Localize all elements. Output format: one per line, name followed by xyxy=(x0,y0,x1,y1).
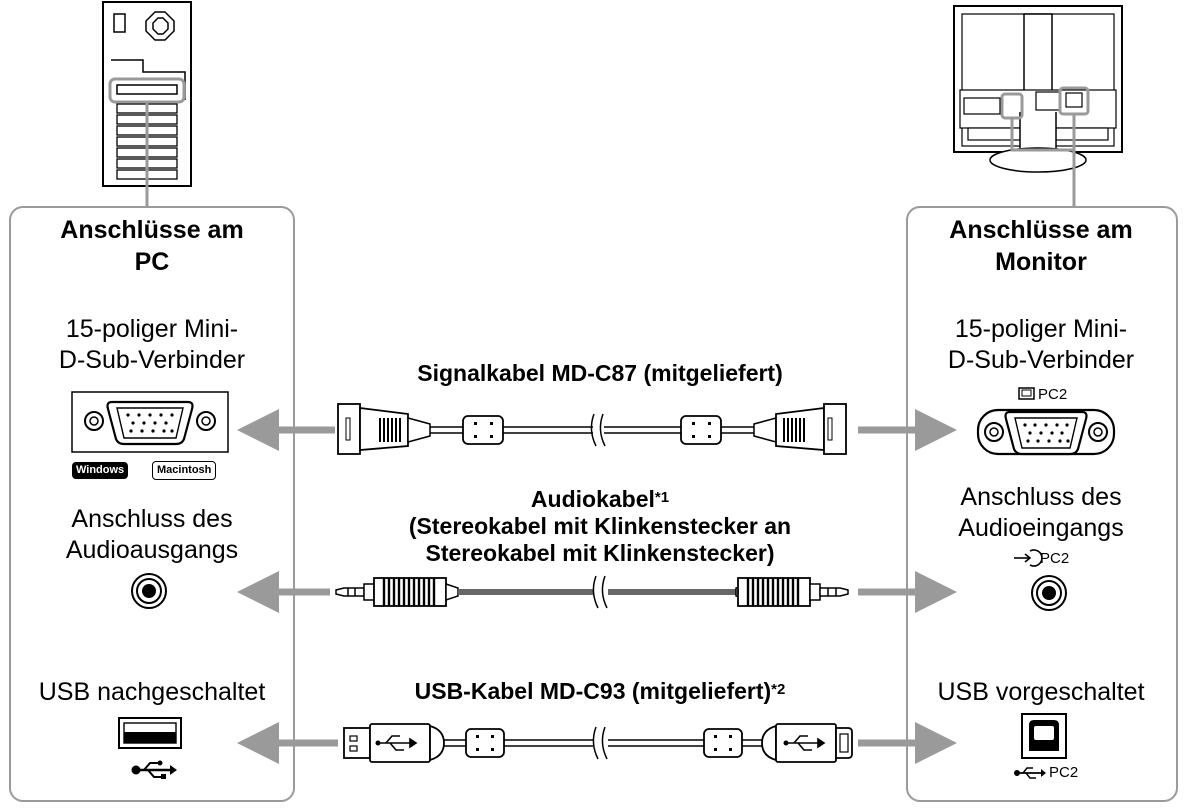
pc-audio-label: Anschluss des Audioausgangs xyxy=(65,505,239,564)
monitor-usb-port-label: PC2 xyxy=(1049,764,1079,781)
windows-badge: Windows xyxy=(72,462,129,479)
monitor-dsub-connector-icon xyxy=(976,408,1116,456)
audio-input-icon xyxy=(1014,549,1043,567)
signal-cable-label: Signalkabel MD-C87 (mitgeliefert) xyxy=(417,360,783,386)
pc-tower-illustration xyxy=(102,1,192,208)
pc-connectors-panel xyxy=(9,206,295,802)
pc-audio-jack-icon xyxy=(131,573,167,609)
usb-cable-label: USB-Kabel MD-C93 (mitgeliefert)*2 xyxy=(414,678,786,704)
monitor-audio-port-label: PC2 xyxy=(1040,550,1070,567)
monitor-usb-symbol-icon xyxy=(1014,767,1046,779)
monitor-audio-label: Anschluss des Audioeingangs xyxy=(958,483,1124,542)
monitor-rear-illustration xyxy=(953,5,1123,208)
monitor-usb-label: USB vorgeschaltet xyxy=(937,678,1145,706)
usb-symbol-icon xyxy=(131,760,177,779)
monitor-dsub-port-label: PC2 xyxy=(1038,386,1068,403)
monitor-usb-b-port-icon xyxy=(1021,713,1067,759)
pc-panel-heading: Anschlüsse am PC xyxy=(60,216,244,276)
audio-cable-label: Audiokabel*1 (Stereokabel mit Klinkenste… xyxy=(408,486,792,566)
display-port-icon xyxy=(1018,387,1035,400)
monitor-dsub-label: 15-poliger Mini- D-Sub-Verbinder xyxy=(947,315,1135,374)
monitor-panel-heading: Anschlüsse am Monitor xyxy=(949,216,1133,276)
pc-usb-label: USB nachgeschaltet xyxy=(38,678,266,706)
pc-dsub-label: 15-poliger Mini- D-Sub-Verbinder xyxy=(58,315,246,374)
monitor-audio-jack-icon xyxy=(1031,575,1067,611)
usb-cable xyxy=(237,722,957,764)
pc-usb-a-port-icon xyxy=(118,717,182,749)
macintosh-badge: Macintosh xyxy=(152,461,217,480)
audio-cable xyxy=(237,571,957,613)
signal-cable xyxy=(237,403,957,455)
pc-dsub-connector-icon xyxy=(71,391,229,453)
monitor-connectors-panel xyxy=(906,206,1178,802)
